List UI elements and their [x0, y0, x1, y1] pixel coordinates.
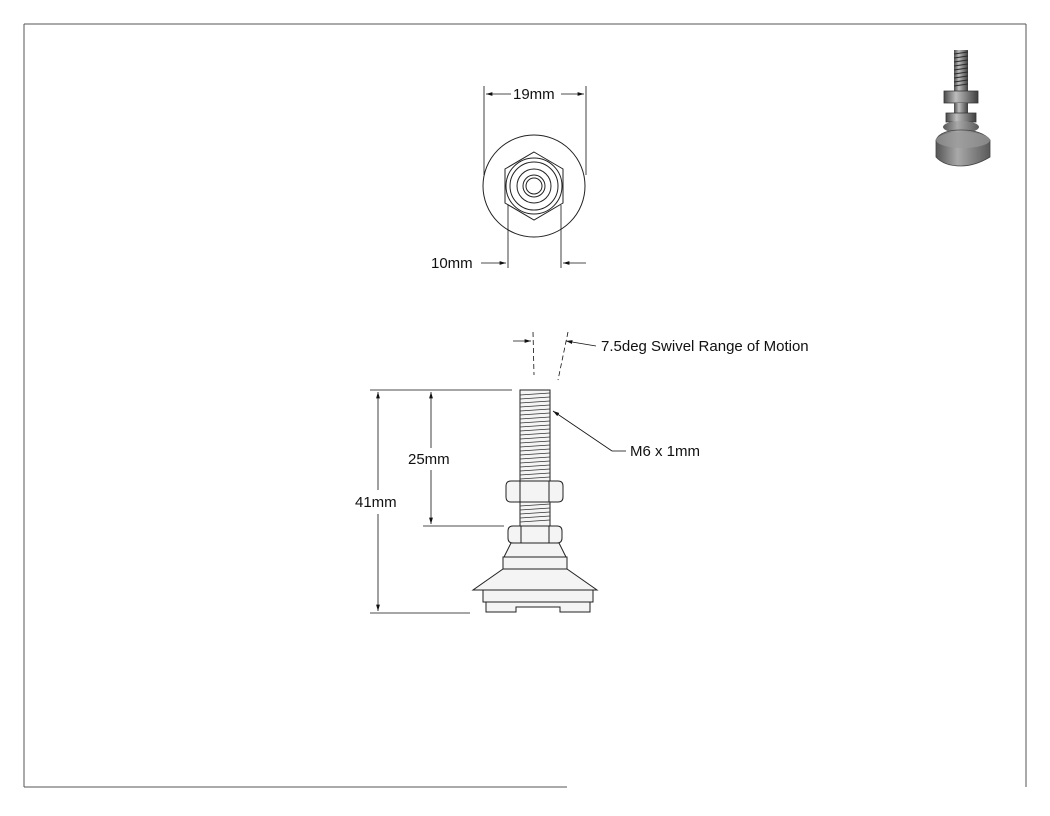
thread-line	[519, 424, 551, 428]
isometric-preview	[935, 50, 991, 167]
thread-line	[519, 507, 551, 511]
thread-line	[519, 432, 551, 436]
dimension-19mm	[483, 86, 587, 175]
thread-line	[519, 440, 551, 444]
thread-line	[519, 444, 551, 448]
thread-line	[519, 412, 551, 416]
overall-height-label: 41mm	[355, 494, 397, 511]
hex-nut-outline	[504, 151, 564, 221]
thread-line	[519, 392, 551, 396]
side-view	[471, 389, 599, 613]
dimension-25mm	[423, 389, 512, 527]
thread-line	[519, 468, 551, 472]
swivel-range-label: 7.5deg Swivel Range of Motion	[601, 338, 809, 355]
thread-spec-label: M6 x 1mm	[630, 443, 701, 460]
thread-line	[519, 404, 551, 408]
thread-length-label: 25mm	[408, 451, 450, 468]
thread-line	[519, 408, 551, 412]
dimension-10mm	[481, 205, 586, 268]
middle-thread	[519, 501, 551, 527]
thread-line	[519, 400, 551, 404]
hex-dimension-label: 10mm	[431, 255, 473, 272]
upper-hex-nut	[505, 480, 564, 503]
thread-line	[519, 511, 551, 515]
thread-line	[519, 448, 551, 452]
threaded-stud	[519, 389, 551, 484]
thread-line	[519, 464, 551, 468]
nut-inner-circle	[505, 157, 563, 215]
dimension-41mm	[370, 389, 470, 614]
thread-line	[519, 472, 551, 476]
swivel-range-indicator	[513, 331, 597, 381]
thread-line	[519, 396, 551, 400]
thread-line	[519, 476, 551, 480]
stud-core-circle	[525, 177, 543, 195]
thread-line	[519, 436, 551, 440]
nut-chamfer-circle	[509, 161, 559, 211]
thread-line	[519, 456, 551, 460]
thread-line	[519, 519, 551, 523]
top-view	[482, 134, 586, 238]
thread-leader	[552, 410, 626, 452]
sheet-border	[23, 23, 1027, 788]
ball-socket-collar	[502, 542, 568, 570]
thread-line	[519, 420, 551, 424]
lower-hex-nut	[507, 525, 563, 544]
stud-outer-circle	[516, 168, 552, 204]
thread-line	[519, 428, 551, 432]
thread-line	[519, 460, 551, 464]
thread-line	[519, 503, 551, 507]
width-dimension-label: 19mm	[513, 86, 555, 103]
stud-inner-circle	[522, 174, 546, 198]
base-outline-circle	[482, 134, 586, 238]
thread-line	[519, 452, 551, 456]
thread-line	[519, 416, 551, 420]
base-pad	[471, 568, 599, 613]
thread-line	[519, 515, 551, 519]
